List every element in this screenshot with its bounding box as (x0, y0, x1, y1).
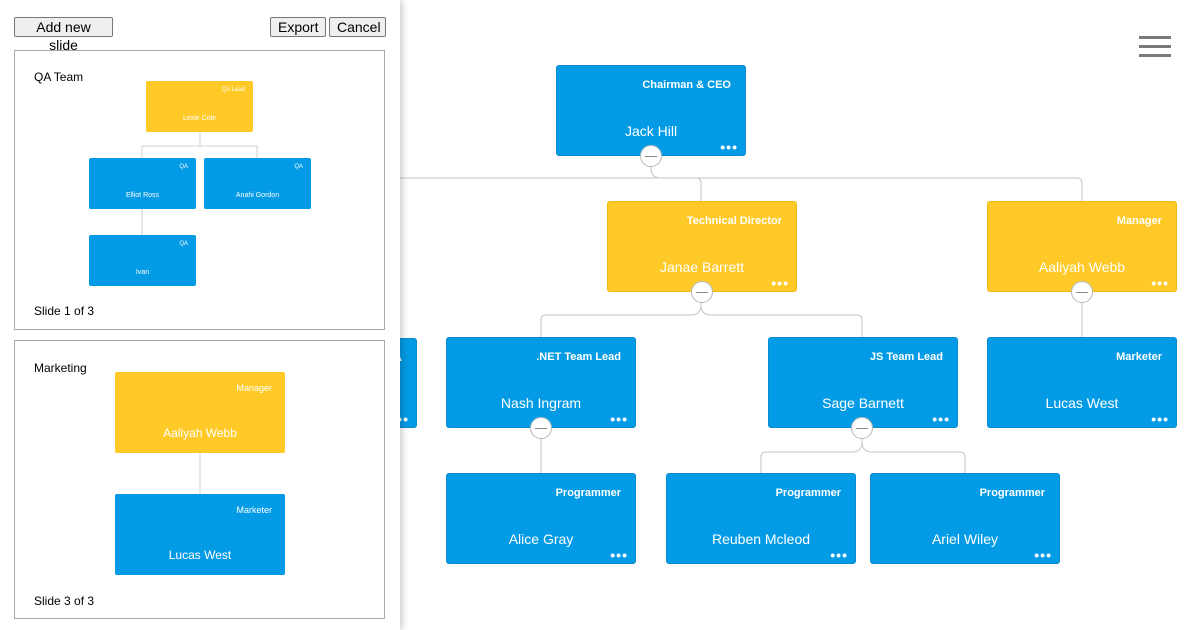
mini-node-title: QA (294, 164, 303, 170)
mini-node-name: Lexie Cole (182, 115, 217, 122)
slide-links (199, 453, 201, 494)
slide-thumbnail-1[interactable]: QA Team QA Lead Lexie Cole QA Elliot Ros… (14, 50, 385, 330)
mini-node-title: QA (179, 164, 188, 170)
mini-node-name: Lucas West (168, 548, 232, 562)
slides-panel: Add new slide Export Cancel QA Team QA L… (0, 0, 400, 630)
org-node-title: Programmer (555, 487, 621, 499)
org-node-title: Programmer (775, 487, 841, 499)
org-node-name: Jack Hill (624, 123, 678, 139)
add-new-slide-button[interactable]: Add new slide (14, 17, 113, 53)
org-node-name: Reuben Mcleod (711, 531, 811, 547)
menu-line (1139, 45, 1171, 48)
more-dots-icon[interactable]: ••• (610, 547, 628, 563)
slide-links (141, 132, 258, 235)
hamburger-menu-icon[interactable] (1139, 36, 1171, 62)
mini-node-elliot-ross: QA Elliot Ross (89, 158, 196, 209)
menu-line (1139, 36, 1171, 39)
slide-title: QA Team (34, 70, 84, 84)
org-node-jack-hill[interactable]: Chairman & CEO Jack Hill ••• (556, 65, 746, 156)
collapse-circle-icon[interactable] (691, 281, 713, 303)
org-node-janae-barrett[interactable]: Technical Director Janae Barrett ••• (607, 201, 797, 292)
org-node-title: JS Team Lead (869, 351, 943, 363)
org-node-title: Chairman & CEO (642, 79, 731, 91)
org-node-title: Programmer (979, 487, 1045, 499)
mini-node-title: Marketer (236, 505, 272, 515)
mini-node-aaliyah-webb: Manager Aaliyah Webb (115, 372, 285, 453)
mini-node-name: Ivan (135, 269, 150, 276)
collapse-circle-icon[interactable] (1071, 281, 1093, 303)
more-dots-icon[interactable]: ••• (1034, 547, 1052, 563)
mini-node-title: QA (179, 241, 188, 247)
export-button[interactable]: Export (270, 17, 326, 37)
org-node-title: Marketer (1116, 351, 1162, 363)
org-node-name: Nash Ingram (500, 395, 582, 411)
org-node-alice-gray[interactable]: Programmer Alice Gray ••• (446, 473, 636, 564)
org-node-name: Sage Barnett (822, 395, 904, 411)
org-node-title: .NET Team Lead (536, 351, 621, 363)
org-node-reuben-mcleod[interactable]: Programmer Reuben Mcleod ••• (666, 473, 856, 564)
collapse-circle-icon[interactable] (530, 417, 552, 439)
more-dots-icon[interactable]: ••• (720, 139, 738, 155)
mini-node-title: Manager (236, 383, 272, 393)
slide-title: Marketing (34, 361, 87, 375)
mini-node-anahi-gordon: QA Anahi Gordon (204, 158, 311, 209)
org-node-name: Alice Gray (508, 531, 574, 547)
slide-footer: Slide 1 of 3 (34, 304, 95, 318)
cancel-button[interactable]: Cancel (329, 17, 386, 37)
mini-node-lucas-west: Marketer Lucas West (115, 494, 285, 575)
org-node-ariel-wiley[interactable]: Programmer Ariel Wiley ••• (870, 473, 1060, 564)
more-dots-icon[interactable]: ••• (771, 275, 789, 291)
more-dots-icon[interactable]: ••• (830, 547, 848, 563)
slide-thumbnail-3[interactable]: Marketing Manager Aaliyah Webb Marketer … (14, 340, 385, 619)
mini-node-name: Elliot Ross (125, 192, 160, 199)
org-node-aaliyah-webb[interactable]: Manager Aaliyah Webb ••• (987, 201, 1177, 292)
mini-node-lexie-cole: QA Lead Lexie Cole (146, 81, 253, 132)
org-node-name: Aaliyah Webb (1038, 259, 1126, 275)
org-node-name: Ariel Wiley (931, 531, 999, 547)
org-node-name: Lucas West (1045, 395, 1119, 411)
org-node-title: Technical Director (686, 215, 782, 227)
more-dots-icon[interactable]: ••• (610, 411, 628, 427)
menu-line (1139, 54, 1171, 57)
org-node-lucas-west[interactable]: Marketer Lucas West ••• (987, 337, 1177, 428)
mini-node-name: Anahi Gordon (235, 192, 280, 199)
org-node-nash-ingram[interactable]: .NET Team Lead Nash Ingram ••• (446, 337, 636, 428)
mini-node-name: Aaliyah Webb (163, 426, 237, 440)
org-node-sage-barnett[interactable]: JS Team Lead Sage Barnett ••• (768, 337, 958, 428)
org-node-name: Janae Barrett (659, 259, 745, 275)
collapse-circle-icon[interactable] (851, 417, 873, 439)
slide-footer: Slide 3 of 3 (34, 594, 95, 608)
more-dots-icon[interactable]: ••• (932, 411, 950, 427)
collapse-circle-icon[interactable] (640, 145, 662, 167)
more-dots-icon[interactable]: ••• (1151, 411, 1169, 427)
mini-node-ivan: QA Ivan (89, 235, 196, 286)
more-dots-icon[interactable]: ••• (1151, 275, 1169, 291)
mini-node-title: QA Lead (221, 87, 245, 93)
org-node-title: Manager (1116, 215, 1162, 227)
